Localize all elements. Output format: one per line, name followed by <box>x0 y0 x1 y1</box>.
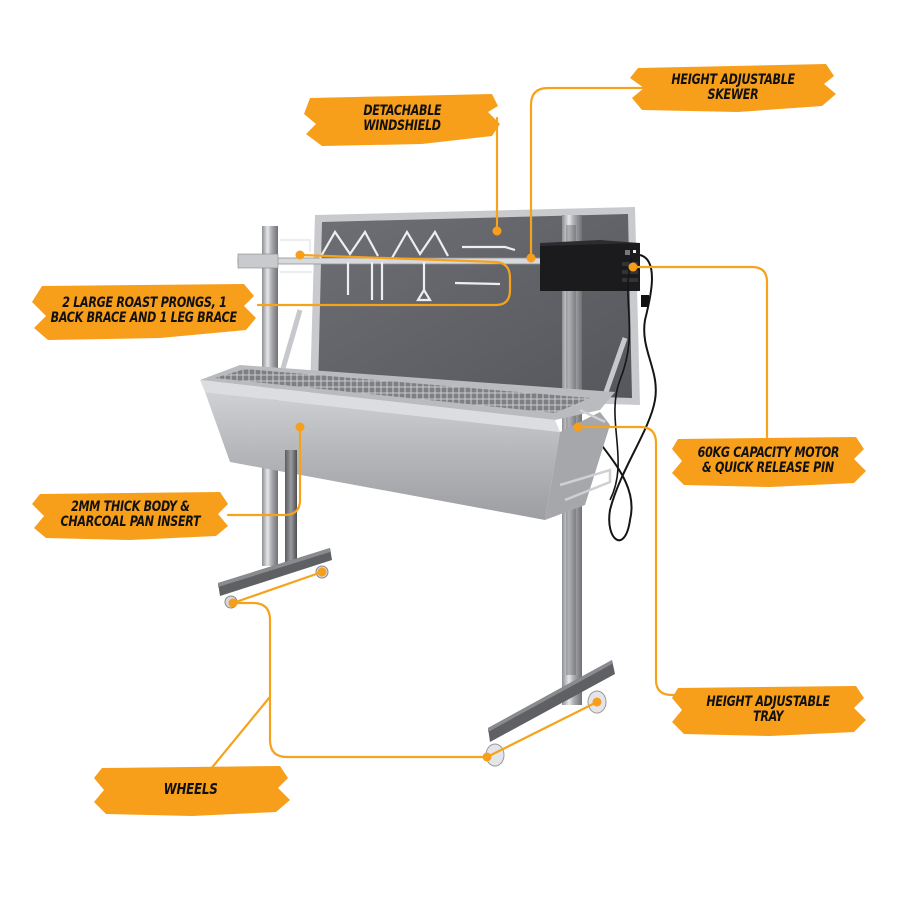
label-tray-line2: Tray <box>752 709 784 725</box>
brush-stroke <box>94 766 290 816</box>
brush-stroke <box>672 437 866 487</box>
motor <box>540 240 657 542</box>
label-motor: 60KG Capacity Motor & Quick Release Pin <box>670 433 866 489</box>
callout-line-motor <box>631 265 769 439</box>
label-skewer-line1: Height Adjustable <box>671 72 795 89</box>
label-skewer-line2: Skewer <box>707 87 759 103</box>
callout-line-tray <box>576 425 682 697</box>
callout-dots <box>228 226 638 762</box>
brush-stroke <box>630 64 836 112</box>
label-body-line1: 2MM Thick Body & <box>70 499 190 516</box>
callout-line-wheels-right <box>485 700 599 759</box>
label-prongs-line2: Back Brace and 1 Leg Brace <box>50 310 238 326</box>
label-body-line2: Charcoal Pan Insert <box>60 514 200 530</box>
callout-line-wheels-label <box>208 696 271 772</box>
label-tray-line1: Height Adjustable <box>706 694 830 711</box>
label-body: 2MM Thick Body & Charcoal Pan Insert <box>30 488 230 542</box>
label-skewer: Height Adjustable Skewer <box>628 62 838 114</box>
label-wheels: Wheels <box>92 762 290 818</box>
label-motor-line2: & Quick Release Pin <box>702 460 834 476</box>
label-windshield: Detachable Windshield <box>302 90 502 148</box>
callout-line-skewer <box>529 86 647 260</box>
label-prongs-line1: 2 Large Roast Prongs, 1 <box>61 295 227 312</box>
callout-lines <box>208 86 769 772</box>
callout-line-prongs <box>256 253 512 307</box>
label-wheels-line1: Wheels <box>164 780 218 799</box>
callout-line-body <box>226 425 302 517</box>
charcoal-pan <box>200 365 615 520</box>
brush-stroke <box>32 284 256 340</box>
roast-prongs <box>280 229 516 302</box>
callout-line-wheels-front-left <box>231 570 324 605</box>
label-prongs: 2 Large Roast Prongs, 1 Back Brace and 1… <box>30 280 258 342</box>
right-leg-base <box>485 660 615 767</box>
spit-roaster-illustration <box>200 207 657 767</box>
brush-stroke <box>304 94 500 146</box>
label-motor-line1: 60KG Capacity Motor <box>697 445 839 462</box>
tray-bracket <box>559 408 612 502</box>
brush-stroke <box>672 686 866 736</box>
label-tray: Height Adjustable Tray <box>670 682 866 738</box>
label-windshield-line2: Windshield <box>363 118 441 134</box>
brush-stroke <box>32 492 228 540</box>
callout-line-wheels-route <box>231 601 489 759</box>
label-windshield-line1: Detachable <box>362 103 442 120</box>
